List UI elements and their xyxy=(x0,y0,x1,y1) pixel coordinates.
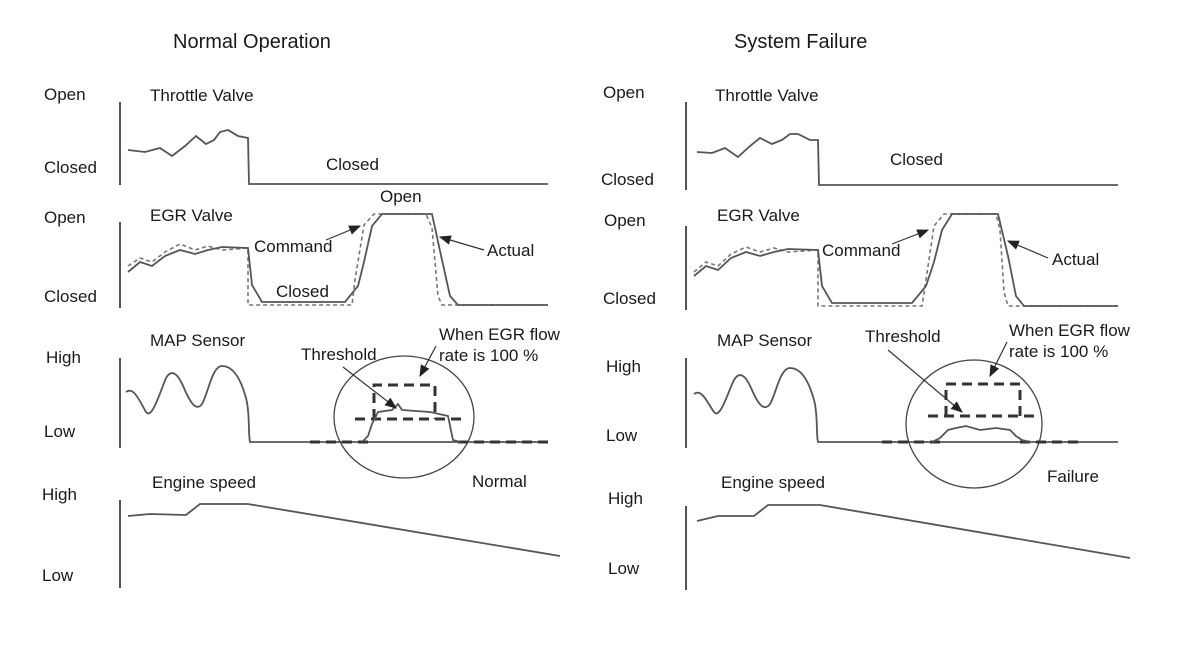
egr-command-label: Command xyxy=(822,241,900,260)
panel-title: System Failure xyxy=(734,31,867,53)
engine-high-label: High xyxy=(42,485,77,504)
egr-command-signal xyxy=(693,213,1118,307)
threshold-box xyxy=(928,382,1034,418)
map-low-label: Low xyxy=(44,422,76,441)
engine-speed-chart: High Low Engine speed xyxy=(608,473,1131,590)
panel-title: Normal Operation xyxy=(173,31,331,53)
map-high-label: High xyxy=(606,357,641,376)
throttle-valve-title: Throttle Valve xyxy=(150,86,254,105)
egr-closed-state-label: Closed xyxy=(276,282,329,301)
egr-closed-label: Closed xyxy=(44,287,97,306)
egr-flow-arrow xyxy=(989,341,1008,378)
egr-actual-signal xyxy=(127,213,548,306)
map-signal xyxy=(693,367,1118,443)
egr-open-label: Open xyxy=(44,208,86,227)
throttle-state-label: Closed xyxy=(890,150,943,169)
engine-speed-chart: High Low Engine speed xyxy=(42,473,561,588)
egr-actual-signal xyxy=(693,213,1118,307)
map-signal xyxy=(125,365,548,443)
engine-speed-title: Engine speed xyxy=(152,473,256,492)
threshold-arrow xyxy=(887,349,963,413)
actual-arrow xyxy=(1006,240,1049,259)
egr-valve-chart: Open Closed EGR Valve Command Actual xyxy=(603,206,1118,310)
throttle-valve-chart: Open Closed Throttle Valve Closed xyxy=(44,85,548,185)
engine-speed-signal xyxy=(127,503,561,557)
throttle-valve-title: Throttle Valve xyxy=(715,86,819,105)
throttle-open-label: Open xyxy=(603,83,645,102)
map-result-label: Normal xyxy=(472,472,527,491)
map-result-label: Failure xyxy=(1047,467,1099,486)
egr-valve-title: EGR Valve xyxy=(717,206,800,225)
highlight-ellipse xyxy=(905,359,1043,489)
egr-actual-label: Actual xyxy=(1052,250,1099,269)
command-arrow xyxy=(891,229,930,245)
egr-actual-label: Actual xyxy=(487,241,534,260)
engine-low-label: Low xyxy=(42,566,74,585)
map-response-signal xyxy=(931,425,1031,443)
threshold-arrow xyxy=(342,366,397,409)
egr-flow-arrow xyxy=(419,345,437,378)
map-low-label: Low xyxy=(606,426,638,445)
threshold-label: Threshold xyxy=(301,345,377,364)
egr-command-signal xyxy=(127,213,548,306)
throttle-signal xyxy=(127,129,548,185)
map-sensor-chart: High Low MAP Sensor Threshold When EGR f… xyxy=(606,321,1131,489)
engine-speed-signal xyxy=(696,504,1131,559)
egr-closed-label: Closed xyxy=(603,289,656,308)
egr-flow-note-line2: rate is 100 % xyxy=(1009,342,1108,361)
egr-open-state-label: Open xyxy=(380,187,422,206)
throttle-closed-label: Closed xyxy=(44,158,97,177)
egr-valve-title: EGR Valve xyxy=(150,206,233,225)
map-high-label: High xyxy=(46,348,81,367)
egr-flow-note-line2: rate is 100 % xyxy=(439,346,538,365)
throttle-closed-label: Closed xyxy=(601,170,654,189)
highlight-ellipse xyxy=(333,355,475,479)
threshold-label: Threshold xyxy=(865,327,941,346)
throttle-signal xyxy=(696,133,1118,186)
throttle-state-label: Closed xyxy=(326,155,379,174)
map-response-signal xyxy=(361,402,461,443)
throttle-valve-chart: Open Closed Throttle Valve Closed xyxy=(601,83,1118,190)
engine-high-label: High xyxy=(608,489,643,508)
engine-low-label: Low xyxy=(608,559,640,578)
map-sensor-title: MAP Sensor xyxy=(717,331,812,350)
egr-command-label: Command xyxy=(254,237,332,256)
egr-flow-note-line1: When EGR flow xyxy=(439,325,561,344)
panel-failure: System Failure Open Closed Throttle Valv… xyxy=(601,31,1131,590)
egr-open-label: Open xyxy=(604,211,646,230)
engine-speed-title: Engine speed xyxy=(721,473,825,492)
panel-normal: Normal Operation Open Closed Throttle Va… xyxy=(42,31,561,588)
map-sensor-title: MAP Sensor xyxy=(150,331,245,350)
threshold-box xyxy=(355,383,463,421)
actual-arrow xyxy=(438,235,485,251)
map-sensor-chart: High Low MAP Sensor Threshold When EGR f… xyxy=(44,325,561,491)
command-arrow xyxy=(325,225,362,241)
throttle-open-label: Open xyxy=(44,85,86,104)
egr-valve-chart: Open Closed EGR Valve Command Actual Ope… xyxy=(44,187,548,308)
egr-flow-note-line1: When EGR flow xyxy=(1009,321,1131,340)
